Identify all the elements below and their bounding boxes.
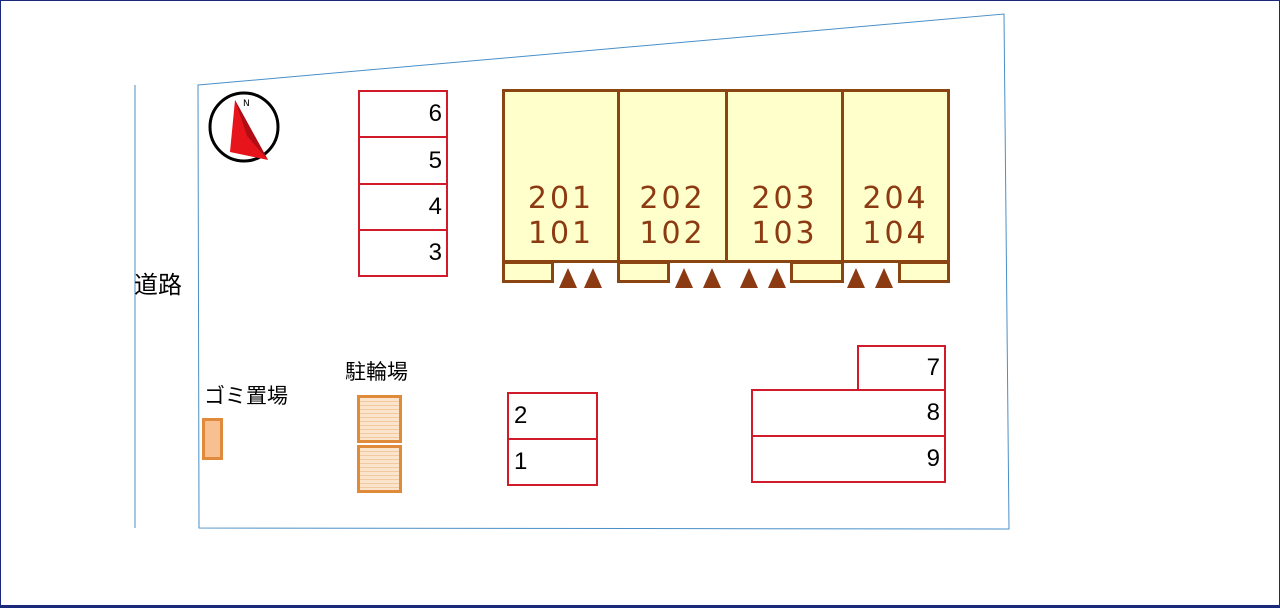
bicycle-rack — [357, 445, 402, 493]
parking-space-9: 9 — [751, 435, 946, 483]
parking-space-5: 5 — [358, 136, 448, 185]
bicycle-parking-label: 駐輪場 — [345, 360, 408, 384]
unit-203-103: 203 103 — [725, 89, 844, 263]
entrance-step — [502, 261, 554, 283]
site-boundary — [197, 13, 1010, 530]
parking-space-7: 7 — [857, 345, 946, 391]
compass-letter: N — [243, 99, 250, 109]
parking-space-2: 2 — [507, 392, 598, 440]
room-lower: 104 — [862, 216, 929, 251]
parking-space-8: 8 — [751, 389, 946, 437]
entrance-step — [898, 261, 950, 283]
parking-number: 8 — [926, 399, 940, 426]
parking-number: 5 — [428, 146, 442, 174]
room-upper: 204 — [862, 181, 929, 216]
room-lower: 101 — [527, 216, 595, 251]
entrance-arrow-icon — [875, 268, 893, 288]
road-label: 道路 — [134, 271, 182, 299]
room-upper: 201 — [527, 181, 595, 216]
compass-icon: N — [208, 91, 280, 163]
garbage-area-label: ゴミ置場 — [204, 384, 288, 408]
parking-number: 1 — [514, 448, 528, 475]
room-lower: 103 — [751, 216, 818, 251]
entrance-arrow-icon — [675, 268, 693, 288]
room-lower: 102 — [639, 216, 706, 251]
entrance-arrow-icon — [559, 268, 577, 288]
entrance-step — [790, 261, 844, 283]
entrance-arrow-icon — [847, 268, 865, 288]
parking-space-4: 4 — [358, 183, 448, 231]
room-upper: 202 — [639, 181, 706, 216]
entrance-step — [617, 261, 670, 283]
room-upper: 203 — [751, 181, 818, 216]
parking-number: 2 — [514, 402, 528, 429]
entrance-arrow-icon — [703, 268, 721, 288]
unit-201-101: 201 101 — [502, 89, 620, 263]
bicycle-rack — [357, 395, 402, 443]
parking-number: 3 — [428, 239, 442, 266]
parking-space-1: 1 — [507, 438, 598, 486]
entrance-arrow-icon — [740, 268, 758, 288]
parking-space-6: 6 — [358, 90, 448, 138]
parking-number: 4 — [428, 193, 442, 220]
garbage-bin — [202, 418, 223, 460]
parking-number: 7 — [926, 354, 940, 381]
entrance-arrow-icon — [584, 268, 602, 288]
parking-space-3: 3 — [358, 229, 448, 277]
parking-number: 6 — [428, 100, 442, 127]
entrance-arrow-icon — [768, 268, 786, 288]
unit-204-104: 204 104 — [841, 89, 950, 263]
unit-202-102: 202 102 — [617, 89, 728, 263]
parking-number: 9 — [926, 445, 940, 472]
